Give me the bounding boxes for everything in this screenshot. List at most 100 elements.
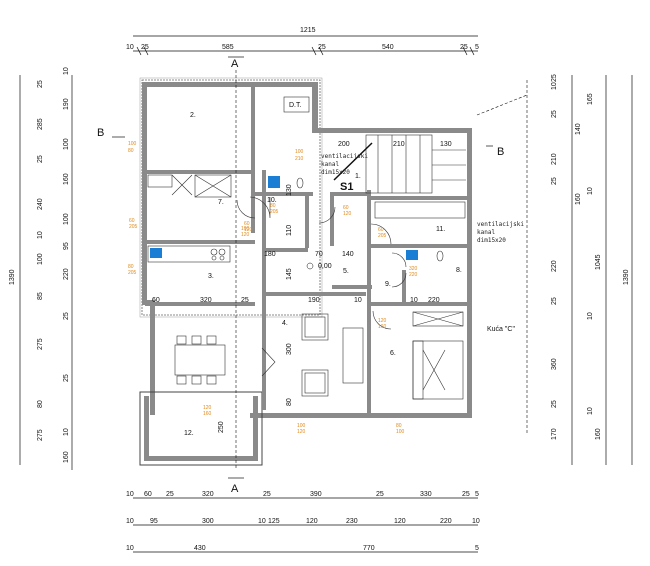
opening-dim-4: 210 bbox=[295, 156, 304, 162]
svg-text:kanal: kanal bbox=[321, 161, 339, 168]
svg-text:70: 70 bbox=[315, 251, 323, 258]
dim-bottom1-10: 5 bbox=[475, 491, 479, 498]
dim-bottom3-2: 430 bbox=[194, 545, 206, 552]
dining-table bbox=[174, 335, 226, 385]
dim-right-5: 140 bbox=[575, 123, 582, 135]
dim-left-19: 10 bbox=[63, 428, 70, 436]
opening-dim-18: 220 bbox=[409, 272, 418, 278]
dim-bottom2-8: 120 bbox=[394, 518, 406, 525]
room-labels: 2. D.T. 1. 7. 10. 11. 3. 5. 9. 8. 4. 6. … bbox=[184, 96, 515, 437]
dim-left-10: 10 bbox=[37, 231, 44, 239]
opening-dim-23: 100 bbox=[297, 423, 306, 429]
dim-bottom2-9: 220 bbox=[440, 518, 452, 525]
opening-dim-19: 120 bbox=[378, 318, 387, 324]
dim-right-14: 25 bbox=[551, 400, 558, 408]
dim-left-5: 100 bbox=[63, 138, 70, 150]
svg-text:25: 25 bbox=[241, 297, 249, 304]
dim-top-1: 10 bbox=[126, 44, 134, 51]
dim-right-1: 25 bbox=[551, 74, 558, 82]
opening-dim-14: 120 bbox=[241, 232, 250, 238]
room-4: 4. bbox=[282, 320, 288, 327]
room-7: 7. bbox=[218, 199, 224, 206]
section-b-left: B bbox=[97, 127, 104, 139]
dim-bottom1-9: 25 bbox=[462, 491, 470, 498]
dim-left-13: 220 bbox=[63, 268, 70, 280]
svg-text:10: 10 bbox=[410, 297, 418, 304]
dim-left-11: 95 bbox=[63, 242, 70, 250]
opening-dim-9: 60 bbox=[129, 218, 135, 224]
room-11: 11. bbox=[436, 226, 445, 233]
dim-top-7: 5 bbox=[475, 44, 479, 51]
building bbox=[139, 70, 528, 470]
opening-dim-3: 100 bbox=[295, 149, 304, 155]
dim-bottom3-1: 10 bbox=[126, 545, 134, 552]
svg-text:60: 60 bbox=[152, 297, 160, 304]
dim-right-9: 160 bbox=[575, 193, 582, 205]
room-12: 12. bbox=[184, 430, 194, 437]
svg-text:140: 140 bbox=[342, 251, 354, 258]
svg-text:kanal: kanal bbox=[477, 229, 495, 236]
dim-bottom2-1: 10 bbox=[126, 518, 134, 525]
svg-text:200: 200 bbox=[338, 141, 350, 148]
dim-right-12: 10 bbox=[587, 312, 594, 320]
room-8: 8. bbox=[456, 267, 462, 274]
opening-dim-22: 160 bbox=[203, 411, 212, 417]
room-2: 2. bbox=[190, 112, 196, 119]
opening-dim-5: 80 bbox=[270, 203, 276, 209]
svg-text:80: 80 bbox=[286, 398, 293, 406]
svg-text:210: 210 bbox=[393, 141, 405, 148]
svg-text:320: 320 bbox=[200, 297, 212, 304]
dim-top-3: 585 bbox=[222, 44, 234, 51]
dim-right-18: 160 bbox=[595, 428, 602, 440]
svg-text:10: 10 bbox=[354, 297, 362, 304]
opening-dim-13: 100 bbox=[241, 226, 250, 232]
dim-bottom2-3: 300 bbox=[202, 518, 214, 525]
svg-text:130: 130 bbox=[440, 141, 452, 148]
dim-bottom1-8: 330 bbox=[420, 491, 432, 498]
dim-right-13: 360 bbox=[551, 358, 558, 370]
opening-dim-7: 60 bbox=[244, 221, 250, 227]
room-1: 1. bbox=[355, 173, 361, 180]
room-5: 5. bbox=[343, 268, 349, 275]
dim-right-11: 25 bbox=[551, 297, 558, 305]
level-mark: 0,00 bbox=[318, 263, 332, 270]
dim-bottom1-5: 25 bbox=[263, 491, 271, 498]
interior-dimensions: 200 210 130 180 70 140 190 10 60 320 25 … bbox=[152, 141, 452, 433]
dim-left-6: 25 bbox=[37, 155, 44, 163]
dim-right-16: 170 bbox=[551, 428, 558, 440]
room-6: 6. bbox=[390, 350, 396, 357]
dim-bottom2-2: 95 bbox=[150, 518, 158, 525]
bed bbox=[412, 311, 464, 400]
dim-left-12: 100 bbox=[37, 253, 44, 265]
svg-text:250: 250 bbox=[218, 421, 225, 433]
dim-left-16: 275 bbox=[37, 338, 44, 350]
room-10: 10. bbox=[267, 197, 277, 204]
dim-bottom2-10: 10 bbox=[472, 518, 480, 525]
dim-right-17: 1045 bbox=[595, 254, 602, 270]
dim-right-total: 1390 bbox=[623, 269, 630, 285]
room-dt: D.T. bbox=[289, 102, 302, 109]
dim-bottom2-6: 120 bbox=[306, 518, 318, 525]
opening-dim-26: 100 bbox=[396, 429, 405, 435]
svg-text:190: 190 bbox=[308, 297, 320, 304]
opening-dim-24: 120 bbox=[297, 429, 306, 435]
dim-top-5: 540 bbox=[382, 44, 394, 51]
dim-top-6: 25 bbox=[460, 44, 468, 51]
dim-left-17: 25 bbox=[63, 374, 70, 382]
svg-text:ventilacijski: ventilacijski bbox=[321, 153, 368, 160]
svg-text:dim15x20: dim15x20 bbox=[477, 237, 506, 244]
opening-dim-17: 320 bbox=[409, 266, 418, 272]
dim-left-1: 10 bbox=[63, 67, 70, 75]
vent-note-1: ventilacijski kanal dim15x20 bbox=[321, 153, 368, 176]
opening-dim-8: 120 bbox=[244, 227, 253, 233]
dim-bottom1-2: 60 bbox=[144, 491, 152, 498]
top-dimensions: 1215 10 25 585 25 540 25 5 bbox=[126, 27, 479, 56]
svg-text:145: 145 bbox=[286, 268, 293, 280]
svg-text:180: 180 bbox=[264, 251, 276, 258]
dim-left-total: 1390 bbox=[9, 269, 16, 285]
dim-bottom2-4: 10 bbox=[258, 518, 266, 525]
dim-top-4: 25 bbox=[318, 44, 326, 51]
dim-bottom3-4: 5 bbox=[475, 545, 479, 552]
stair-label: S1 bbox=[340, 181, 353, 193]
